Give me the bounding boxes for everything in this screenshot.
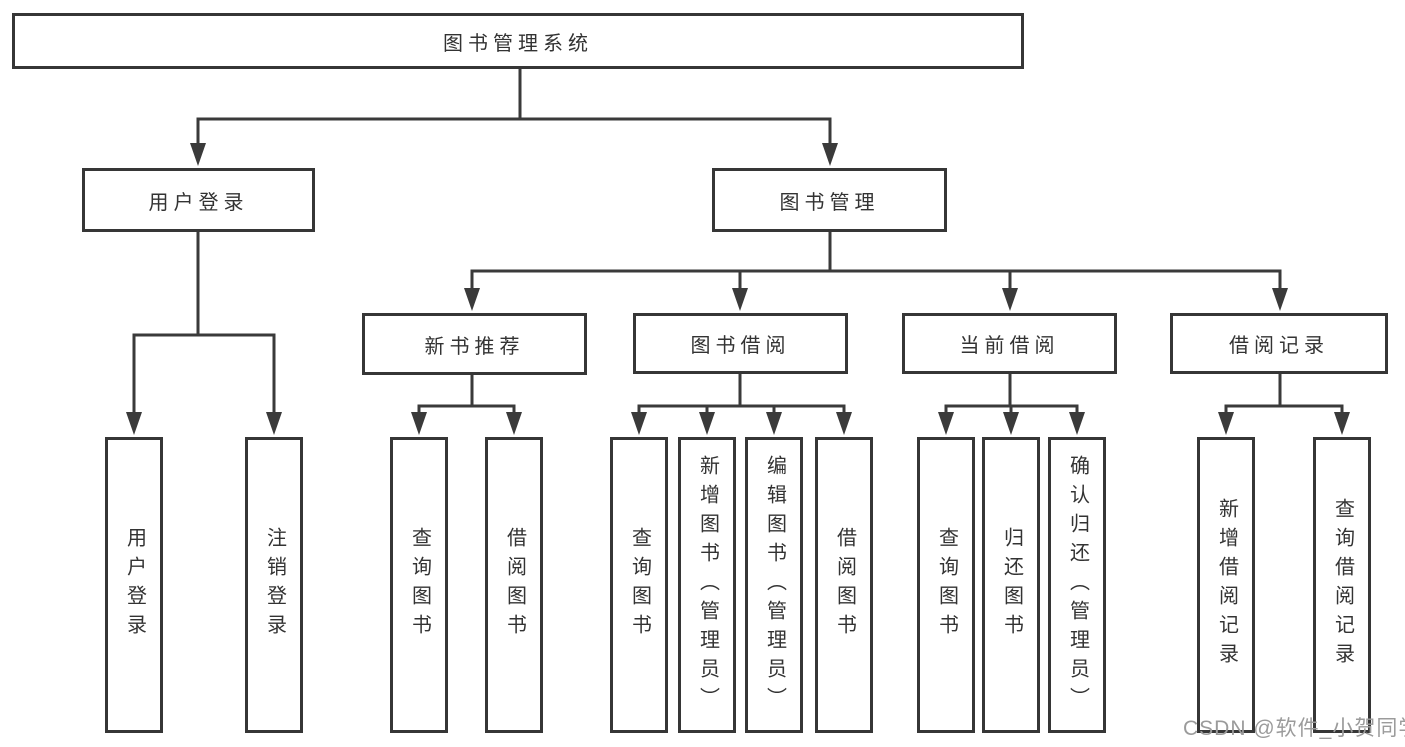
leaf-borrow-books-label: 借阅图书	[503, 527, 526, 643]
leaf-add-borrow-record: 新增借阅记录	[1197, 437, 1255, 733]
leaf-query-books-label: 查询图书	[408, 527, 431, 643]
leaf-query-books-2: 查询图书	[610, 437, 668, 733]
leaf-add-books-admin-label: 新增图书（管理员）	[696, 454, 719, 716]
node-borrowing-records: 借阅记录	[1170, 313, 1388, 374]
leaf-borrow-books: 借阅图书	[485, 437, 543, 733]
leaf-query-books-3: 查询图书	[917, 437, 975, 733]
node-library-system-label: 图书管理系统	[443, 32, 593, 55]
leaf-borrow-books-2: 借阅图书	[815, 437, 873, 733]
leaf-edit-books-admin-label: 编辑图书（管理员）	[763, 454, 786, 716]
node-book-borrowing-label: 图书借阅	[690, 335, 791, 357]
node-book-borrowing: 图书借阅	[633, 313, 848, 374]
leaf-logout: 注销登录	[245, 437, 303, 733]
leaf-user-login: 用户登录	[105, 437, 163, 733]
leaf-confirm-return-admin-label: 确认归还（管理员）	[1066, 454, 1089, 716]
csdn-watermark: CSDN @软件_小贺同学	[1183, 717, 1405, 740]
leaf-logout-label: 注销登录	[263, 527, 286, 643]
leaf-user-login-label: 用户登录	[123, 527, 146, 643]
node-borrowing-records-label: 借阅记录	[1229, 335, 1329, 357]
leaf-return-books-label: 归还图书	[1000, 527, 1023, 643]
node-library-system: 图书管理系统	[12, 13, 1024, 69]
leaf-borrow-books-2-label: 借阅图书	[833, 527, 856, 643]
node-new-book-recommendation: 新书推荐	[362, 313, 587, 375]
leaf-query-books-3-label: 查询图书	[935, 527, 958, 643]
node-current-borrowing: 当前借阅	[902, 313, 1117, 374]
leaf-add-borrow-record-label: 新增借阅记录	[1215, 498, 1238, 672]
leaf-query-borrow-record-label: 查询借阅记录	[1331, 498, 1354, 672]
leaf-query-books: 查询图书	[390, 437, 448, 733]
node-book-management: 图书管理	[712, 168, 947, 232]
node-current-borrowing-label: 当前借阅	[959, 335, 1060, 357]
leaf-query-borrow-record: 查询借阅记录	[1313, 437, 1371, 733]
leaf-query-books-2-label: 查询图书	[628, 527, 651, 643]
node-user-login: 用户登录	[82, 168, 315, 232]
leaf-confirm-return-admin: 确认归还（管理员）	[1048, 437, 1106, 733]
node-new-book-recommendation-label: 新书推荐	[424, 335, 525, 358]
leaf-edit-books-admin: 编辑图书（管理员）	[745, 437, 803, 733]
node-book-management-label: 图书管理	[779, 191, 880, 214]
leaf-return-books: 归还图书	[982, 437, 1040, 733]
node-user-login-label: 用户登录	[148, 191, 249, 214]
leaf-add-books-admin: 新增图书（管理员）	[678, 437, 736, 733]
